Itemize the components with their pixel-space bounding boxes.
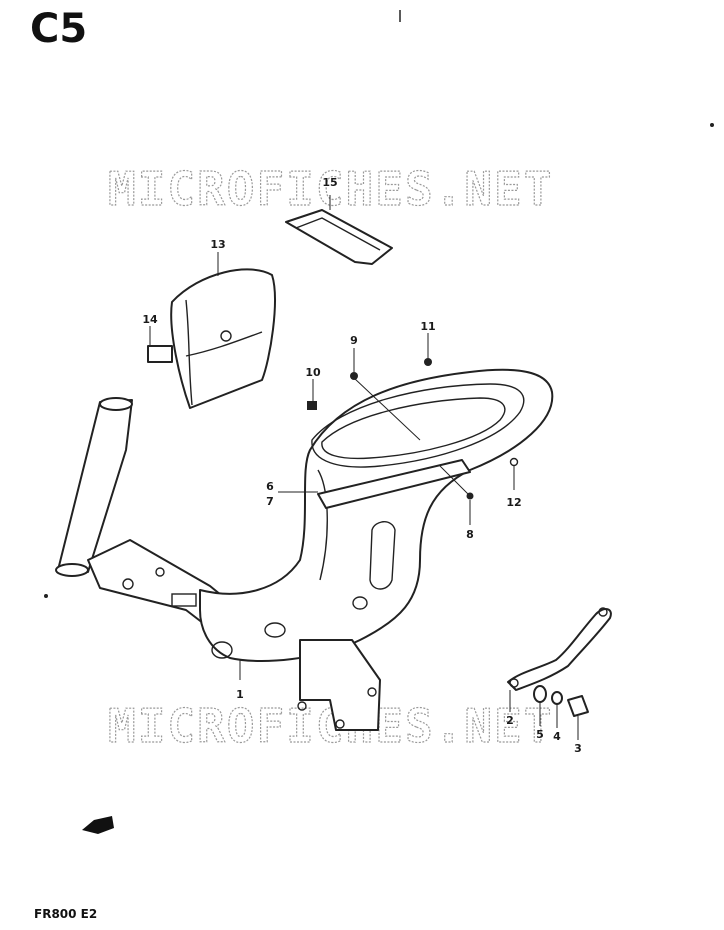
- callout-11: 11: [420, 320, 435, 333]
- callout-9: 9: [350, 334, 358, 347]
- part-13-pocket[interactable]: [170, 268, 276, 409]
- watermark-bottom: MICROFICHES.NET: [108, 699, 553, 753]
- callout-1: 1: [236, 688, 244, 701]
- part-3-bolt[interactable]: [567, 695, 589, 717]
- callout-8: 8: [466, 528, 474, 541]
- part-10-nut[interactable]: [307, 401, 317, 410]
- part-5-washer[interactable]: [533, 685, 547, 703]
- part-4-lock-washer[interactable]: [551, 691, 563, 705]
- part-15-lid[interactable]: [285, 209, 393, 265]
- callout-5: 5: [536, 728, 544, 741]
- section-code: C5: [30, 6, 87, 52]
- callout-12: 12: [506, 496, 521, 509]
- callout-3: 3: [574, 742, 582, 755]
- callout-15: 15: [322, 176, 337, 189]
- callout-14: 14: [142, 313, 158, 326]
- watermark-top: MICROFICHES.NET: [108, 162, 553, 216]
- part-11-grommet[interactable]: [424, 358, 432, 366]
- scan-dot: [710, 123, 714, 127]
- front-arrow-icon: [82, 816, 114, 834]
- callout-7: 7: [266, 495, 274, 508]
- callout-6: 6: [266, 480, 274, 493]
- callout-4: 4: [553, 730, 561, 743]
- callout-13: 13: [210, 238, 225, 251]
- scan-dot: [44, 594, 48, 598]
- model-code: FR800 E2: [34, 907, 97, 921]
- part-1-frame[interactable]: [55, 368, 554, 731]
- part-14-clip[interactable]: [147, 345, 173, 363]
- part-9-grommet[interactable]: [350, 372, 358, 380]
- part-12-screw[interactable]: [509, 457, 519, 467]
- callout-2: 2: [506, 714, 514, 727]
- part-2-stay[interactable]: [507, 607, 612, 691]
- callout-10: 10: [305, 366, 321, 379]
